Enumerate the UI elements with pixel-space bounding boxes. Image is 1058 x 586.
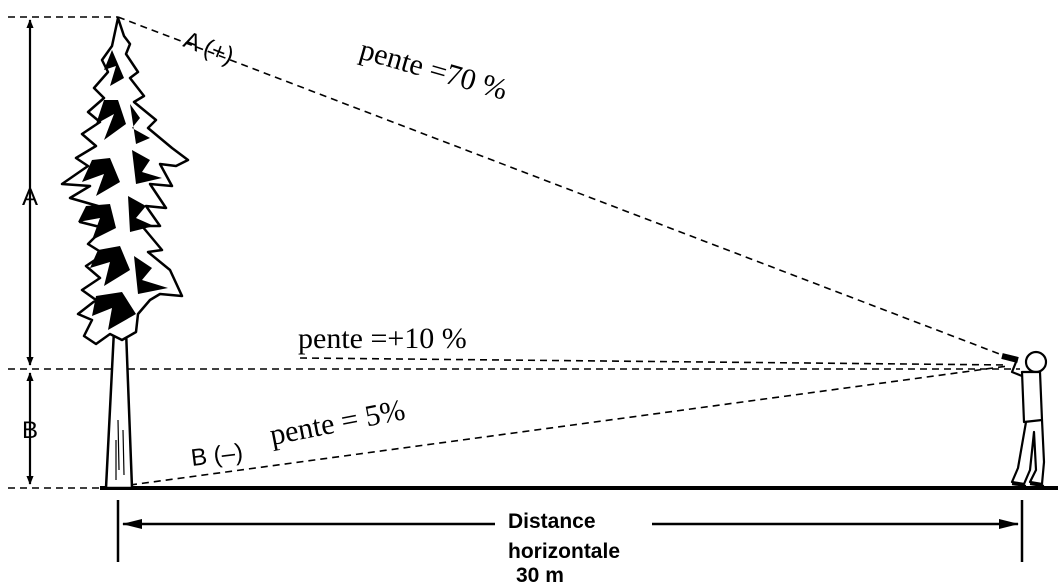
distance-label-line3: 30 m xyxy=(516,564,564,586)
sight-line-top xyxy=(117,16,1011,359)
ray-a-label: A (+) xyxy=(180,26,238,70)
sight-line-base xyxy=(129,365,1009,486)
dimension-a-label: A xyxy=(22,184,38,211)
dimension-b-label: B xyxy=(22,417,38,444)
slope-mid-label: pente =+10 % xyxy=(298,322,467,355)
sight-line-mid xyxy=(299,357,1009,366)
slope-low-label: pente = 5% xyxy=(267,393,408,452)
tree-illustration xyxy=(60,16,190,490)
distance-label-line1: Distance xyxy=(508,510,596,533)
ray-b-label: B (–) xyxy=(189,439,244,472)
slope-top-label: pente =70 % xyxy=(356,33,511,107)
observer-figure xyxy=(1001,350,1048,488)
distance-label-line2: horizontale xyxy=(508,540,620,563)
